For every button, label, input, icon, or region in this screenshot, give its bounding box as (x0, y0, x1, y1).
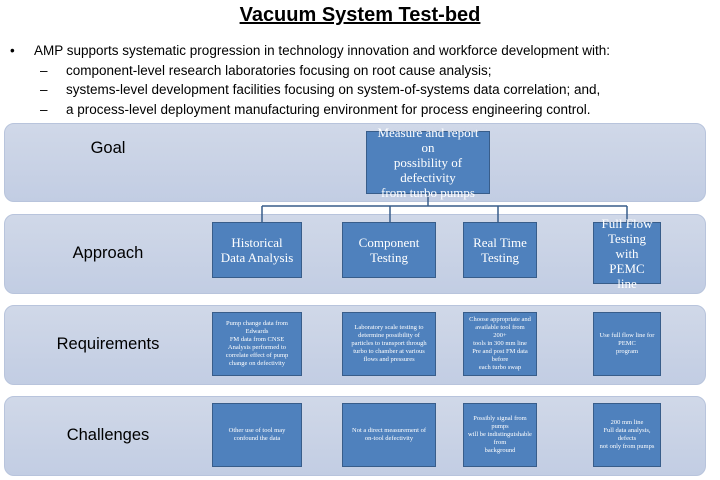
bullet-main-text: AMP supports systematic progression in t… (34, 43, 611, 58)
approach-box-realtime: Real Time Testing (463, 222, 537, 278)
row-label-challenges: Challenges (66, 426, 150, 444)
sub-bullet-text: component-level research laboratories fo… (66, 62, 492, 78)
row-label-requirements: Requirements (56, 335, 160, 353)
sub-bullet-text: systems-level development facilities foc… (66, 82, 601, 97)
sub-bullet-text: a process-level deployment manufacturing… (66, 101, 591, 117)
row-label-approach: Approach (72, 244, 144, 262)
requirement-box-component: Laboratory scale testing to determine po… (342, 312, 436, 376)
bullet-main: • AMP supports systematic progression in… (10, 41, 710, 61)
challenge-box-fullflow: 200 mm line Full data analysis, defects … (593, 403, 661, 467)
approach-box-component: Component Testing (342, 222, 436, 278)
requirement-box-historical: Pump change data from Edwards FM data fr… (212, 312, 302, 376)
goal-box-text: Measure and report on possibility of def… (377, 125, 479, 200)
approach-box-text: Full Flow Testing with PEMC line (601, 215, 653, 291)
sub-bullet-3: – a process-level deployment manufacturi… (10, 100, 710, 120)
goal-box: Measure and report on possibility of def… (366, 125, 490, 200)
dash-icon: – (40, 62, 48, 78)
requirement-box-text: Choose appropriate and available tool fr… (469, 316, 531, 371)
challenge-box-realtime: Possibly signal from pumps will be indis… (463, 403, 537, 467)
requirement-box-realtime: Choose appropriate and available tool fr… (463, 312, 537, 376)
challenge-box-text: Not a direct measurement of on-tool defe… (352, 427, 426, 442)
dash-icon: – (40, 101, 48, 117)
challenge-box-historical: Other use of tool may confound the data (212, 403, 302, 467)
sub-bullet-1: – component-level research laboratories … (10, 61, 710, 81)
requirement-box-text: Laboratory scale testing to determine po… (351, 324, 427, 363)
challenge-box-text: Possibly signal from pumps will be indis… (468, 415, 532, 454)
slide-title: Vacuum System Test-bed (239, 4, 481, 26)
sub-bullet-2: – systems-level development facilities f… (10, 80, 710, 100)
row-label-goal: Goal (90, 139, 126, 157)
approach-box-text: Historical Data Analysis (220, 235, 294, 265)
requirement-box-text: Use full flow line for PEMC program (599, 332, 655, 355)
challenge-box-component: Not a direct measurement of on-tool defe… (342, 403, 436, 467)
approach-box-historical: Historical Data Analysis (212, 222, 302, 278)
challenge-box-text: Other use of tool may confound the data (228, 427, 286, 442)
approach-box-text: Real Time Testing (473, 235, 527, 265)
goal-band (4, 123, 706, 202)
challenge-box-text: 200 mm line Full data analysis, defects … (599, 419, 655, 450)
bullet-list: • AMP supports systematic progression in… (10, 41, 710, 119)
bullet-dot-icon: • (10, 43, 15, 58)
approach-box-text: Component Testing (358, 235, 420, 265)
approach-box-fullflow: Full Flow Testing with PEMC line (593, 216, 661, 291)
dash-icon: – (40, 82, 48, 97)
requirement-box-fullflow: Use full flow line for PEMC program (593, 312, 661, 376)
requirement-box-text: Pump change data from Edwards FM data fr… (225, 320, 289, 367)
